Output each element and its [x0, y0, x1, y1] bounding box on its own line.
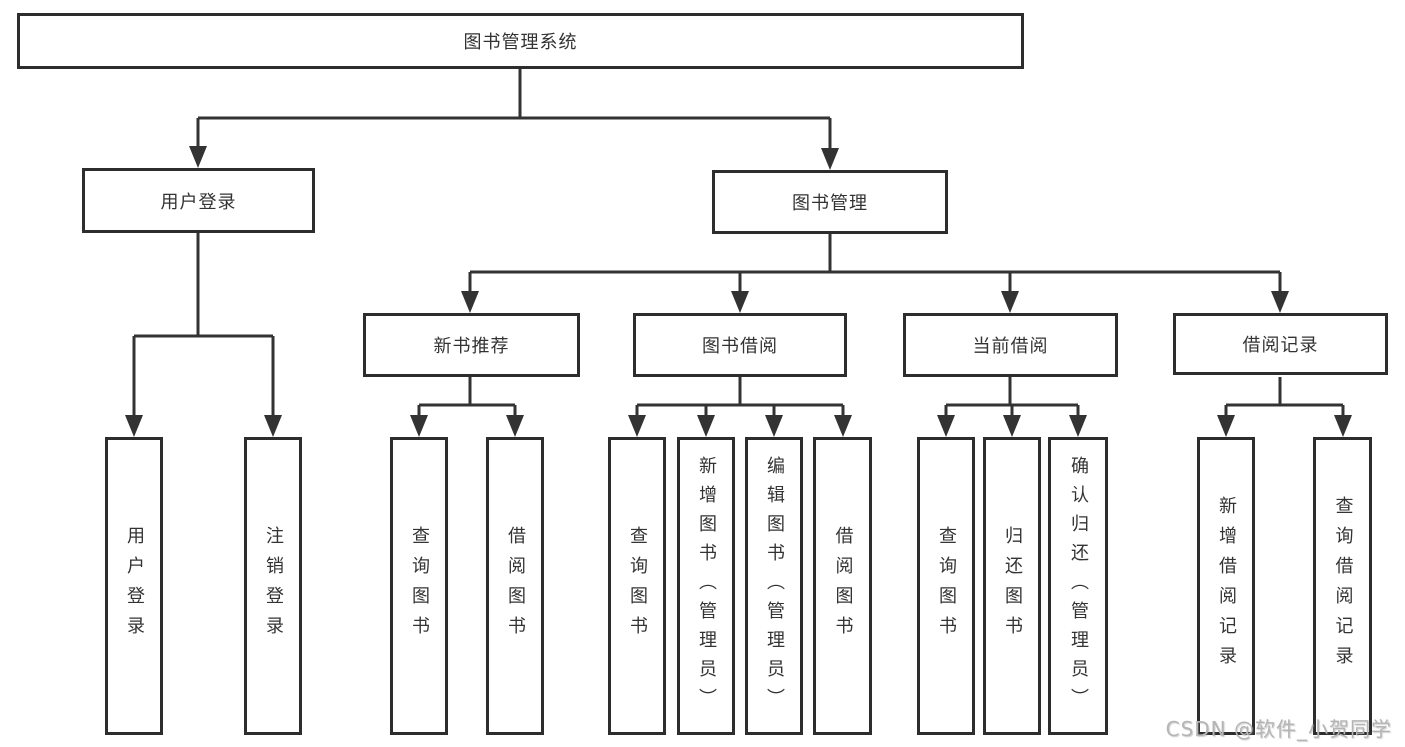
arrowhead — [1217, 415, 1235, 437]
arrowhead — [1001, 291, 1019, 313]
node-label: 查询借阅记录 — [1332, 496, 1354, 676]
arrow-to-leaf-borrow-books-1 — [506, 405, 524, 437]
node-label: 借阅图书 — [832, 526, 854, 646]
node-label: 新书推荐 — [433, 336, 510, 357]
arrowhead — [410, 415, 428, 437]
arrow-to-book-borrowing — [731, 272, 749, 313]
arrow-to-leaf-confirm-return — [1069, 405, 1087, 437]
leaf-borrow-books-1: 借阅图书 — [486, 437, 544, 735]
node-label: 查询图书 — [936, 526, 957, 646]
arrowhead — [506, 415, 524, 437]
leaf-query-books-1: 查询图书 — [390, 437, 448, 735]
leaf-logout: 注销登录 — [244, 437, 302, 735]
connector-rails — [134, 69, 1343, 407]
node-label: 图书借阅 — [702, 336, 778, 357]
arrow-to-borrowing-records — [1271, 272, 1289, 313]
arrowhead — [1003, 415, 1021, 437]
node-label: 新增借阅记录 — [1216, 496, 1237, 676]
leaf-edit-books-admin: 编辑图书（管理员） — [745, 437, 803, 735]
leaf-query-borrow-record: 查询借阅记录 — [1313, 437, 1372, 735]
arrowhead — [189, 146, 207, 168]
arrow-to-leaf-logout — [264, 336, 282, 437]
node-label: 图书管理系统 — [463, 32, 578, 53]
arrowhead — [697, 415, 715, 437]
arrow-to-leaf-borrow-books-2 — [834, 405, 852, 437]
node-label: 用户登录 — [124, 526, 145, 646]
arrow-to-leaf-add-borrow-record — [1217, 405, 1235, 437]
node-library-management-system: 图书管理系统 — [17, 13, 1024, 69]
node-book-management: 图书管理 — [712, 170, 948, 234]
leaf-query-books-3: 查询图书 — [917, 437, 975, 735]
leaf-add-books-admin: 新增图书（管理员） — [677, 437, 735, 735]
node-label: 归还图书 — [1002, 526, 1023, 646]
arrow-to-new-book-recommendation — [461, 272, 479, 313]
node-new-book-recommendation: 新书推荐 — [363, 313, 580, 377]
node-label: 借阅图书 — [505, 526, 526, 646]
node-label: 新增图书（管理员） — [696, 455, 717, 717]
leaf-confirm-return-admin: 确认归还（管理员） — [1048, 437, 1108, 735]
node-label: 确认归还（管理员） — [1068, 455, 1089, 717]
node-label: 借阅记录 — [1242, 335, 1319, 356]
leaf-user-login: 用户登录 — [105, 437, 163, 735]
arrow-to-leaf-user-login — [125, 336, 143, 437]
arrowhead — [1271, 291, 1289, 313]
leaf-return-books: 归还图书 — [983, 437, 1041, 735]
leaf-query-books-2: 查询图书 — [608, 437, 666, 735]
arrowhead — [937, 415, 955, 437]
node-label: 注销登录 — [263, 526, 284, 646]
node-user-login: 用户登录 — [82, 168, 315, 233]
arrowhead — [264, 415, 282, 437]
arrowhead — [1334, 415, 1352, 437]
arrow-to-leaf-query-books-3 — [937, 405, 955, 437]
arrowhead — [125, 415, 143, 437]
arrow-to-leaf-return-books — [1003, 405, 1021, 437]
arrow-to-leaf-query-books-1 — [410, 405, 428, 437]
arrowhead — [628, 415, 646, 437]
arrowhead — [765, 415, 783, 437]
arrow-to-current-borrowing — [1001, 272, 1019, 313]
leaf-add-borrow-record: 新增借阅记录 — [1197, 437, 1255, 735]
leaf-borrow-books-2: 借阅图书 — [813, 437, 872, 735]
node-label: 编辑图书（管理员） — [764, 455, 785, 717]
arrow-to-leaf-edit-books — [765, 405, 783, 437]
arrowhead — [1069, 415, 1087, 437]
node-borrowing-records: 借阅记录 — [1173, 313, 1388, 375]
arrowhead — [834, 415, 852, 437]
arrowhead — [821, 148, 839, 170]
node-label: 用户登录 — [160, 191, 237, 213]
arrowhead — [461, 291, 479, 313]
node-label: 查询图书 — [409, 526, 430, 646]
arrow-to-leaf-add-books — [697, 405, 715, 437]
arrowhead — [731, 291, 749, 313]
csdn-watermark: CSDN @软件_小贺同学 — [1165, 717, 1392, 741]
arrow-to-user-login — [189, 118, 207, 168]
node-current-borrowing: 当前借阅 — [903, 313, 1118, 377]
node-label: 当前借阅 — [972, 336, 1049, 357]
node-label: 查询图书 — [627, 526, 648, 646]
node-book-borrowing: 图书借阅 — [633, 313, 847, 377]
arrow-to-leaf-query-books-2 — [628, 405, 646, 437]
arrow-to-leaf-query-borrow-record — [1334, 405, 1352, 437]
node-label: 图书管理 — [792, 193, 868, 214]
arrow-to-book-management — [821, 118, 839, 170]
